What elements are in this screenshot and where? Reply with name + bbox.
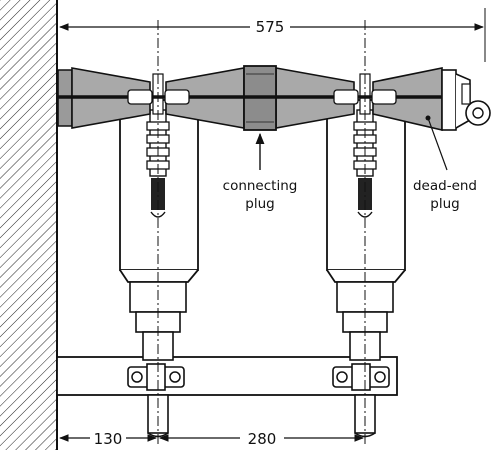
connecting-plug-label-line1: connecting xyxy=(223,178,298,194)
dead-end-plug-label-line1: dead-end xyxy=(413,178,477,194)
dimension-bottom: 130 280 xyxy=(59,430,364,448)
connecting-plug-label-line2: plug xyxy=(245,196,274,212)
plug-assembly xyxy=(57,65,491,132)
center-lines xyxy=(157,20,366,445)
dimension-overall: 575 xyxy=(59,8,486,62)
offset-dimension-label: 130 xyxy=(94,430,123,448)
spacing-dimension-label: 280 xyxy=(248,430,277,448)
overall-dimension-label: 575 xyxy=(256,18,285,36)
wall xyxy=(0,0,58,450)
callout-dead-end-plug: dead-end plug xyxy=(413,115,477,212)
mounting-bracket xyxy=(56,356,398,396)
dead-end-cap xyxy=(441,69,457,131)
dead-end-plug-label-line2: plug xyxy=(430,196,459,212)
callout-connecting-plug: connecting plug xyxy=(223,132,298,212)
